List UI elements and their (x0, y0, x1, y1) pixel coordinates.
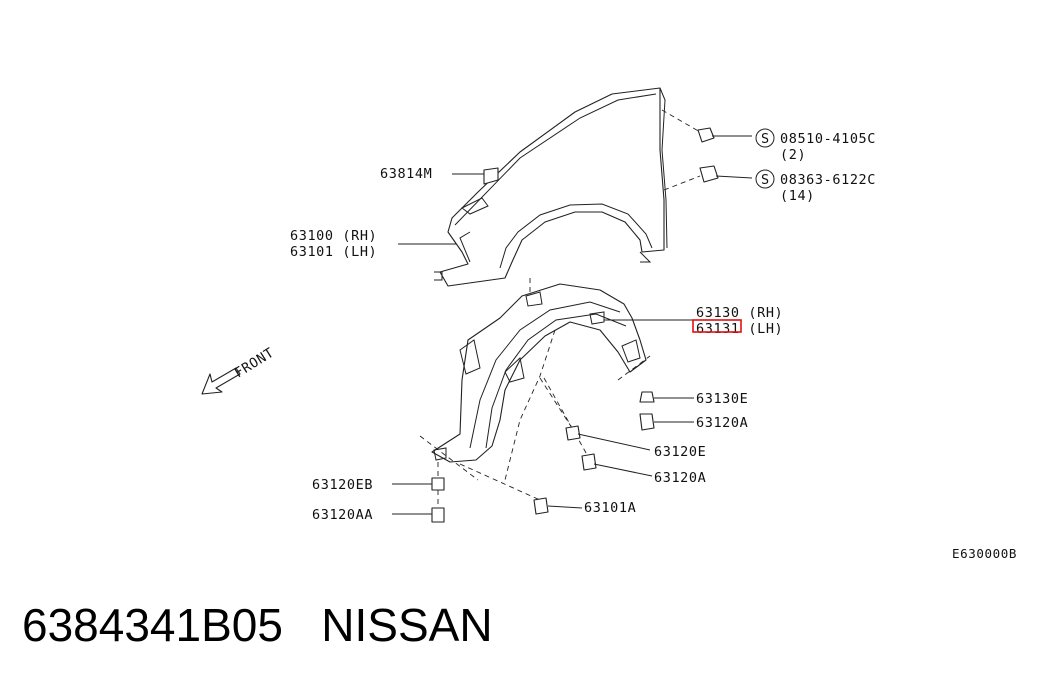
part-caption: 6384341B05 NISSAN (22, 598, 493, 652)
figure-code: E630000B (952, 546, 1017, 561)
label-63120AA: 63120AA (312, 507, 373, 523)
clip1-quantity: (2) (780, 147, 806, 163)
fastener-63120AA[interactable] (392, 490, 445, 523)
fastener-63120A-1[interactable] (639, 413, 694, 431)
fastener-63130E[interactable] (639, 391, 694, 403)
label-63120A-1: 63120A (696, 415, 748, 431)
s-symbol-1: S (761, 131, 770, 147)
clip1-part-number: 08510-4105C (780, 131, 876, 147)
clip-08510[interactable] (661, 109, 775, 148)
highlight-box (692, 319, 742, 333)
label-63101A: 63101A (584, 500, 636, 516)
front-arrow: FRONT (201, 345, 277, 395)
clip2-part-number: 08363-6122C (780, 172, 876, 188)
s-symbol-2: S (761, 172, 770, 188)
emblem-label: 63814M (380, 166, 432, 182)
label-63120EB: 63120EB (312, 477, 373, 493)
label-63130E: 63130E (696, 391, 748, 407)
label-63120E: 63120E (654, 444, 706, 460)
emblem-clip[interactable] (452, 167, 499, 185)
clip2-quantity: (14) (780, 188, 815, 204)
front-label: FRONT (232, 345, 277, 382)
fastener-63120E[interactable] (565, 425, 651, 451)
fastener-63120EB[interactable] (392, 462, 445, 491)
fender-rh-label: 63100 (RH) (290, 228, 377, 244)
fender-lh-label: 63101 (LH) (290, 244, 377, 260)
protector-lh-label: 63131 (LH) (696, 321, 783, 337)
front-fender[interactable] (434, 87, 668, 287)
part-number: 6384341B05 (22, 599, 283, 651)
clip-08363[interactable] (663, 165, 775, 191)
protector-rh-label: 63130 (RH) (696, 305, 783, 321)
fastener-63120A-2[interactable] (581, 453, 653, 477)
label-63120A-2: 63120A (654, 470, 706, 486)
brand-name: NISSAN (321, 599, 493, 651)
fastener-63101A[interactable] (533, 497, 583, 515)
fender-protector[interactable] (419, 278, 651, 501)
